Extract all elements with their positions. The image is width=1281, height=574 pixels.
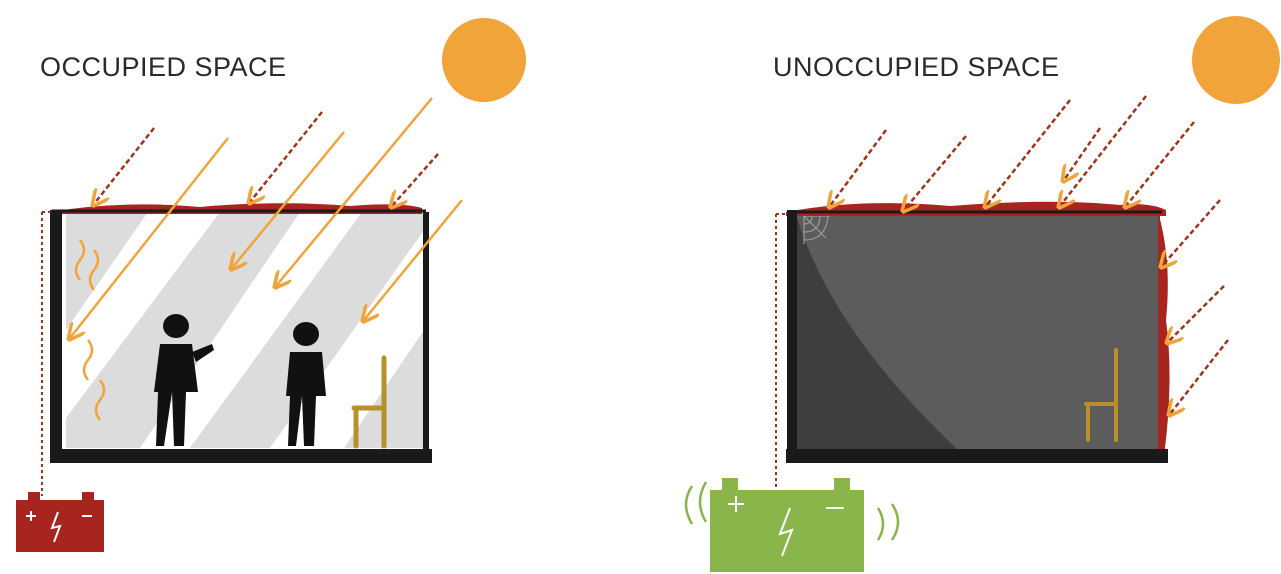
panel-unoccupied [686, 16, 1280, 572]
dashed-rays-wall [1162, 200, 1228, 414]
battery-icon [16, 492, 104, 552]
battery-icon [686, 478, 898, 572]
pv-wall [1158, 212, 1170, 456]
panel-occupied [16, 18, 526, 552]
pv-roof [786, 202, 1166, 216]
dashed-rays [94, 112, 438, 206]
sun-icon [1192, 16, 1280, 104]
sun-icon [442, 18, 526, 102]
dashed-rays [830, 96, 1194, 210]
